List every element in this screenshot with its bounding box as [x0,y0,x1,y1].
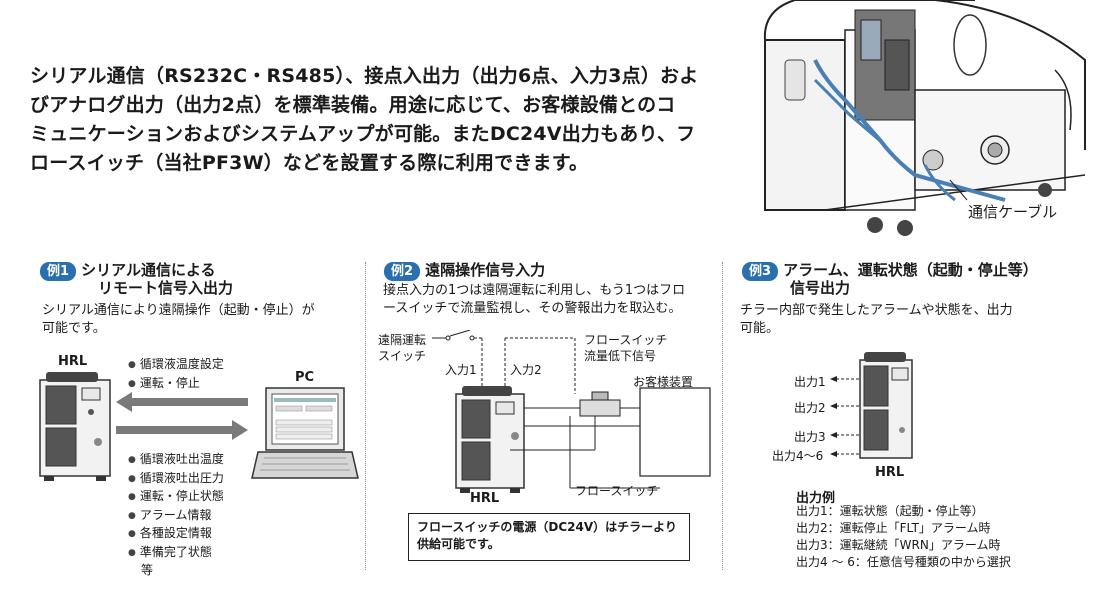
bidirectional-arrows [116,392,248,440]
output-example-title: 出力例 [796,491,836,506]
example2-badge: 例2 [384,262,421,281]
example3-output-diagram [830,352,913,459]
arrow-left-icon [830,432,837,438]
list-item: 出力1：運転状態（起動・停止等） [796,504,984,518]
remote-switch-label: 遠隔運転 スイッチ [378,332,426,364]
list-item: 循環液吐出圧力 [128,470,224,489]
intro-text: シリアル通信（RS232C・RS485）、接点入出力（出力6点、入力3点）およ … [30,62,710,178]
list-item: 出力2：運転停止「FLT」アラーム時 [796,521,991,535]
example1-output-list: 循環液吐出温度 循環液吐出圧力 運転・停止状態 アラーム情報 各種設定情報 準備… [128,451,224,581]
example2-heading: 例2 遠隔操作信号入力 [384,260,545,281]
remote-switch-line: 遠隔運転 [378,333,427,347]
example3-badge: 例3 [742,262,779,281]
example1-title: シリアル通信による [81,261,216,279]
note-line: 供給可能です。 [417,537,500,551]
input1-label: 入力1 [445,363,477,377]
example2-desc-line: ースイッチで流量監視し、その警報出力を取込む。 [383,301,682,316]
example2-desc-line: 接点入力の1つは遠隔運転に利用し、もう1つはフロ [383,283,686,298]
laptop-pc-icon [251,387,359,479]
list-item: 運転・停止 [128,375,224,394]
output1-label: 出力1 [794,375,826,389]
list-item: 循環液温度設定 [128,356,224,375]
note-line: フロースイッチの電源（DC24V）はチラーより [417,520,677,534]
example2-description: 接点入力の1つは遠隔運転に利用し、もう1つはフロ ースイッチで流量監視し、その警… [383,282,685,318]
example1-input-list: 循環液温度設定 運転・停止 [128,356,224,393]
output-example-list: 出力1：運転状態（起動・停止等） 出力2：運転停止「FLT」アラーム時 出力3：… [796,503,1011,571]
intro-line: シリアル通信（RS232C・RS485）、接点入出力（出力6点、入力3点）およ [30,65,699,87]
arrow-left-icon [116,392,248,412]
example3-description: チラー内部で発生したアラームや状態を、出力 可能。 [740,302,1013,338]
customer-device-box [639,387,711,477]
flow-alarm-line: 流量低下信号 [584,349,657,363]
arrow-left-icon [830,451,837,457]
example1-desc-line: 可能です。 [42,321,106,336]
arrow-right-icon [116,420,248,440]
output2-label: 出力2 [794,401,826,415]
intro-line: びアナログ出力（出力2点）を標準装備。用途に応じて、お客様設備とのコ [30,94,676,116]
list-item: 出力4 ～ 6：任意信号種類の中から選択 [796,555,1011,569]
customer-device-label: お客様装置 [633,375,694,389]
hrl-chiller-icon [39,372,111,481]
column-divider [365,262,366,570]
intro-line: ミュニケーションおよびシステムアップが可能。またDC24V出力もあり、フ [30,123,696,145]
flow-alarm-line: フロースイッチ [584,333,668,347]
example1-description: シリアル通信により遠隔操作（起動・停止）が 可能です。 [42,302,315,338]
example3-hrl-label: HRL [875,465,905,480]
list-item: 各種設定情報 [128,525,224,544]
example2-hrl-label: HRL [470,491,500,506]
example2-note-box: フロースイッチの電源（DC24V）はチラーより 供給可能です。 [408,513,690,561]
input2-label: 入力2 [510,363,542,377]
list-item: アラーム情報 [128,507,224,526]
example3-title: アラーム、運転状態（起動・停止等） [783,261,1038,279]
column-divider [722,262,723,570]
example3-desc-line: 可能。 [740,321,780,336]
arrow-left-icon [830,403,837,409]
example1-heading: 例1 シリアル通信による [40,260,216,281]
example1-title-line2: リモート信号入出力 [98,279,234,297]
example3-heading: 例3 アラーム、運転状態（起動・停止等） [742,260,1038,281]
flow-alarm-label: フロースイッチ 流量低下信号 [584,332,667,364]
example1-pc-label: PC [295,370,315,385]
output3-label: 出力3 [794,430,826,444]
example1-hrl-label: HRL [58,354,88,369]
remote-switch-line: スイッチ [378,349,427,363]
flow-switch-icon [579,399,621,417]
output4-6-label: 出力4～6 [772,449,824,463]
example3-title-line2: 信号出力 [790,279,851,297]
example1-badge: 例1 [40,262,77,281]
communication-cable-label: 通信ケーブル [968,203,1058,221]
intro-line: ロースイッチ（当社PF3W）などを設置する際に利用できます。 [30,152,589,174]
list-item: 準備完了状態 [128,544,224,563]
list-item-tail: 等 [141,563,154,577]
example1-desc-line: シリアル通信により遠隔操作（起動・停止）が [42,303,315,318]
example2-title: 遠隔操作信号入力 [425,261,546,279]
list-item: 循環液吐出温度 [128,451,224,470]
example3-desc-line: チラー内部で発生したアラームや状態を、出力 [740,303,1013,318]
list-item: 運転・停止状態 [128,488,224,507]
example2-wiring-diagram [432,330,711,493]
arrow-left-icon [830,376,837,382]
list-item: 出力3：運転継続「WRN」アラーム時 [796,538,1001,552]
chiller-interior-illustration [763,0,1086,236]
